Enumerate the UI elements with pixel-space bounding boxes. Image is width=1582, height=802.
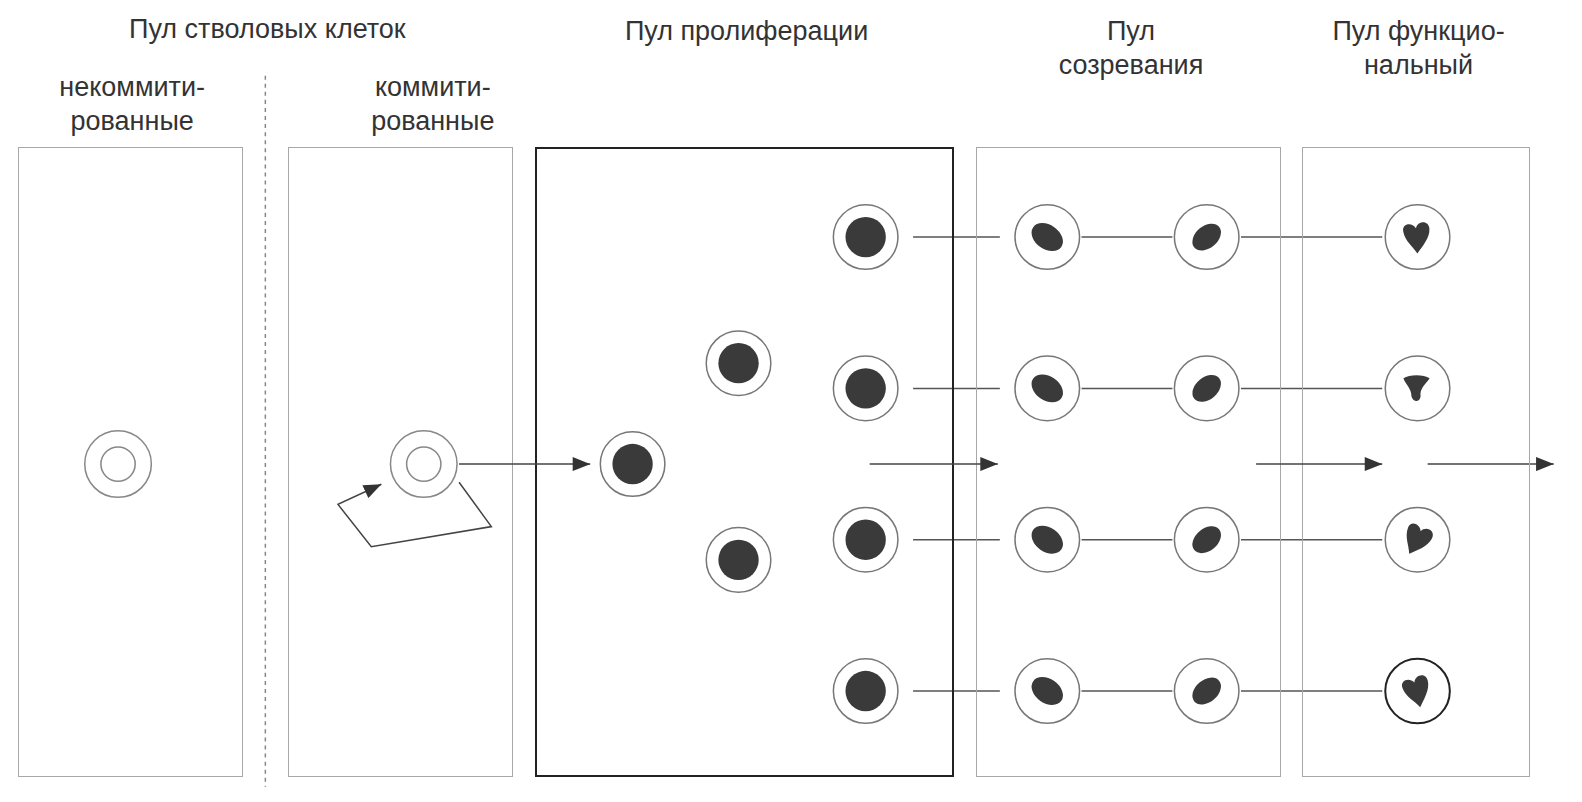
cell-membrane xyxy=(833,659,898,724)
lineage-line xyxy=(1241,388,1382,390)
lineage-line xyxy=(1082,388,1173,390)
maturing-cell xyxy=(1174,659,1239,724)
cell-membrane xyxy=(833,205,898,270)
cell-nucleus xyxy=(1187,521,1226,559)
maturing-cell xyxy=(1015,205,1080,270)
cell-membrane xyxy=(1015,356,1080,421)
maturing-cell xyxy=(1015,356,1080,421)
cell-nucleus xyxy=(1400,673,1435,711)
cell-nucleus xyxy=(845,368,885,408)
lineage-line xyxy=(1082,539,1173,541)
cell-membrane xyxy=(833,356,898,421)
stem-cell xyxy=(85,431,152,498)
lineage-line xyxy=(913,236,1000,238)
blast-cell xyxy=(706,528,771,593)
cell-pool-box: Пул функцио- нальный xyxy=(1302,147,1530,776)
lineage-line xyxy=(1241,690,1382,692)
stem-cell xyxy=(390,431,457,498)
maturing-cell xyxy=(1174,507,1239,572)
cell-pool-box: некоммити- рованные xyxy=(18,147,243,776)
cell-nucleus xyxy=(718,343,758,383)
cell-nucleus xyxy=(1026,671,1068,711)
blast-cell xyxy=(833,356,898,421)
cell-nucleus xyxy=(1402,221,1433,256)
cell-membrane xyxy=(1385,356,1450,421)
cell-nucleus xyxy=(1026,369,1068,409)
flow-arrow xyxy=(459,463,590,465)
cell-membrane xyxy=(833,507,898,572)
flow-arrow xyxy=(870,463,998,465)
cell-nucleus xyxy=(1026,520,1068,560)
cell-membrane xyxy=(390,431,457,498)
maturing-cell xyxy=(1015,659,1080,724)
lineage-line xyxy=(913,690,1000,692)
cell-nucleus xyxy=(1187,218,1226,256)
mature-cell xyxy=(1385,507,1450,572)
cell-membrane xyxy=(85,431,152,498)
mature-cell xyxy=(1385,659,1450,724)
lineage-line xyxy=(913,388,1000,390)
maturing-cell xyxy=(1174,205,1239,270)
cell-membrane xyxy=(1174,205,1239,270)
cell-membrane xyxy=(1385,205,1450,270)
blast-cell xyxy=(833,659,898,724)
cell-pool-box: коммити- рованные xyxy=(288,147,513,776)
divider-line xyxy=(265,76,267,787)
cell-nucleus xyxy=(1400,522,1435,560)
cell-membrane xyxy=(1015,205,1080,270)
cell-nucleus xyxy=(612,444,652,484)
cell-nucleus xyxy=(407,447,441,481)
cell-membrane xyxy=(1174,356,1239,421)
cell-nucleus xyxy=(1187,370,1226,408)
lineage-line xyxy=(1082,690,1173,692)
cell-membrane xyxy=(706,331,771,396)
output-arrow xyxy=(1428,463,1554,465)
cell-membrane xyxy=(1174,507,1239,572)
cell-pool-box: Пул пролиферации xyxy=(535,147,955,776)
lineage-line xyxy=(913,539,1000,541)
cell-nucleus xyxy=(845,217,885,257)
maturing-cell xyxy=(1174,356,1239,421)
cell-nucleus xyxy=(718,540,758,580)
cell-nucleus xyxy=(1403,375,1429,401)
cell-nucleus xyxy=(845,520,885,560)
cell-membrane xyxy=(1174,659,1239,724)
pool-heading: коммити- рованные xyxy=(355,70,511,138)
pool-heading: Пул пролиферации xyxy=(545,14,949,48)
maturing-cell xyxy=(1015,507,1080,572)
cell-membrane xyxy=(600,432,665,497)
cell-membrane xyxy=(1385,507,1450,572)
mature-cell xyxy=(1385,356,1450,421)
group-heading: Пул стволовых клеток xyxy=(55,12,479,46)
flow-arrow xyxy=(1256,463,1382,465)
lineage-line xyxy=(1082,236,1173,238)
cell-nucleus xyxy=(101,447,135,481)
cell-membrane xyxy=(1385,659,1450,724)
cell-nucleus xyxy=(1026,217,1068,257)
blast-cell xyxy=(600,432,665,497)
pool-heading: Пул созревания xyxy=(1043,14,1220,82)
cell-membrane xyxy=(706,528,771,593)
blast-cell xyxy=(833,507,898,572)
pool-heading: некоммити- рованные xyxy=(44,70,221,138)
cell-membrane xyxy=(1015,507,1080,572)
blast-cell xyxy=(706,331,771,396)
cell-membrane xyxy=(1015,659,1080,724)
cell-nucleus xyxy=(845,671,885,711)
mature-cell xyxy=(1385,205,1450,270)
cell-nucleus xyxy=(1187,672,1226,710)
blast-cell xyxy=(833,205,898,270)
self-renewal-arrow xyxy=(338,482,491,547)
lineage-line xyxy=(1241,236,1382,238)
cell-pool-box: Пул созревания xyxy=(976,147,1282,776)
lineage-line xyxy=(1241,539,1382,541)
pool-heading: Пул функцио- нальный xyxy=(1305,14,1532,82)
lineage-lines xyxy=(913,237,1382,691)
